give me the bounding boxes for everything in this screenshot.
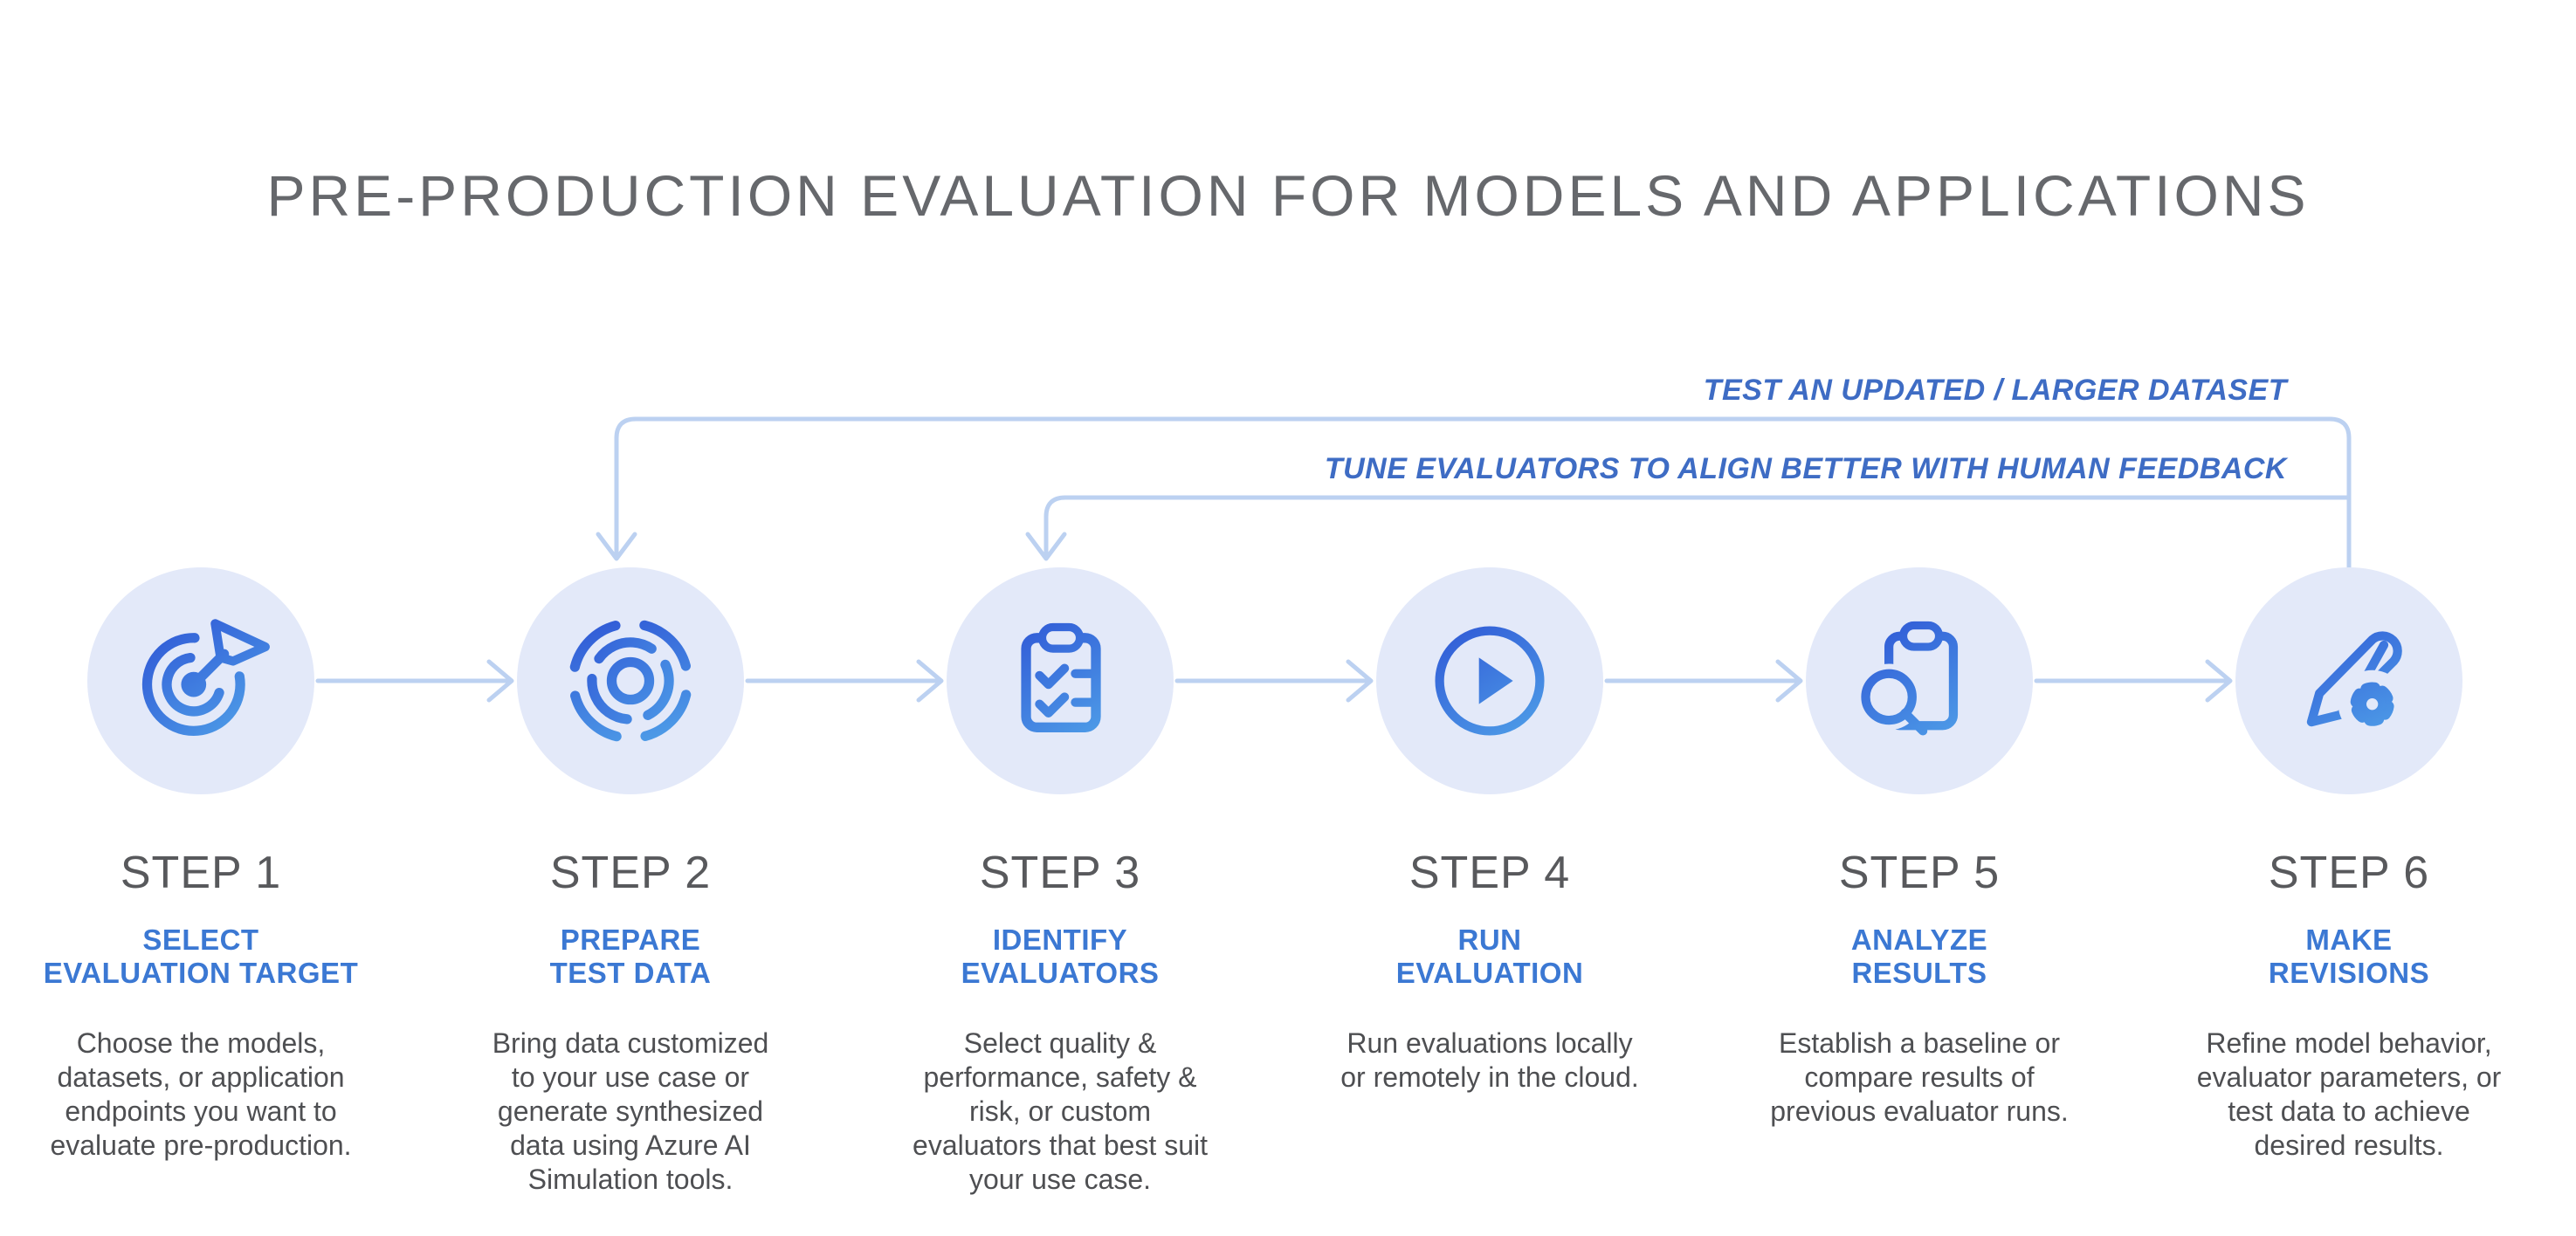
arrowhead-down-icon xyxy=(596,532,637,561)
step-1-description: Choose the models, datasets, or applicat… xyxy=(50,1027,352,1161)
step-1-label: STEP 1 xyxy=(120,848,282,898)
step-1-subtitle: SELECT EVALUATION TARGET xyxy=(43,924,359,989)
step-1-circle xyxy=(87,567,314,794)
step-5-description: Establish a baseline or compare results … xyxy=(1770,1027,2069,1127)
feedback-label-tune: TUNE EVALUATORS TO ALIGN BETTER WITH HUM… xyxy=(1324,452,2287,485)
feedback-loop-tune xyxy=(1025,495,2352,561)
step-4-description: Run evaluations locally or remotely in t… xyxy=(1340,1027,1639,1093)
step-4-subtitle: RUN EVALUATION xyxy=(1395,924,1584,989)
step-5-circle xyxy=(1806,567,2033,794)
step-2-subtitle: PREPARE TEST DATA xyxy=(549,924,712,989)
diagram-title: PRE-PRODUCTION EVALUATION FOR MODELS AND… xyxy=(266,163,2310,228)
connector-arrows xyxy=(315,659,2233,703)
checklist-icon xyxy=(1021,622,1101,732)
arrowhead-right-icon xyxy=(486,659,514,703)
step-6-label: STEP 6 xyxy=(2268,848,2430,898)
feedback-line-inner xyxy=(1043,495,2352,560)
arrowhead-down-icon xyxy=(1025,532,1067,561)
step-3-description: Select quality & performance, safety & r… xyxy=(913,1027,1208,1195)
step-6-subtitle: MAKE REVISIONS xyxy=(2268,924,2430,989)
arrowhead-right-icon xyxy=(1775,659,1803,703)
step-3-circle xyxy=(947,567,1174,794)
feedback-label-dataset: TEST AN UPDATED / LARGER DATASET xyxy=(1703,374,2287,407)
step-3-label: STEP 3 xyxy=(979,848,1141,898)
step-5-label: STEP 5 xyxy=(1838,848,2001,898)
step-2-description: Bring data customized to your use case o… xyxy=(492,1027,769,1195)
step-5-subtitle: ANALYZE RESULTS xyxy=(1850,924,1988,989)
feedback-line-outer xyxy=(614,416,2352,572)
step-6-circle xyxy=(2235,567,2462,794)
play-icon xyxy=(1435,626,1545,736)
step-6-description: Refine model behavior, evaluator paramet… xyxy=(2196,1027,2502,1161)
step-3-subtitle: IDENTIFY EVALUATORS xyxy=(961,924,1160,989)
data-radar-icon xyxy=(568,618,693,744)
arrowhead-right-icon xyxy=(2205,659,2233,703)
arrowhead-right-icon xyxy=(1346,659,1374,703)
step-2-label: STEP 2 xyxy=(549,848,712,898)
search-results-icon xyxy=(1856,621,1959,736)
step-4-label: STEP 4 xyxy=(1409,848,1571,898)
step-4-circle xyxy=(1376,567,1603,794)
arrowhead-right-icon xyxy=(916,659,944,703)
edit-gear-icon xyxy=(2306,631,2407,738)
step-2-circle xyxy=(517,567,744,794)
target-icon xyxy=(141,619,270,737)
feedback-loop-dataset xyxy=(596,416,2352,572)
